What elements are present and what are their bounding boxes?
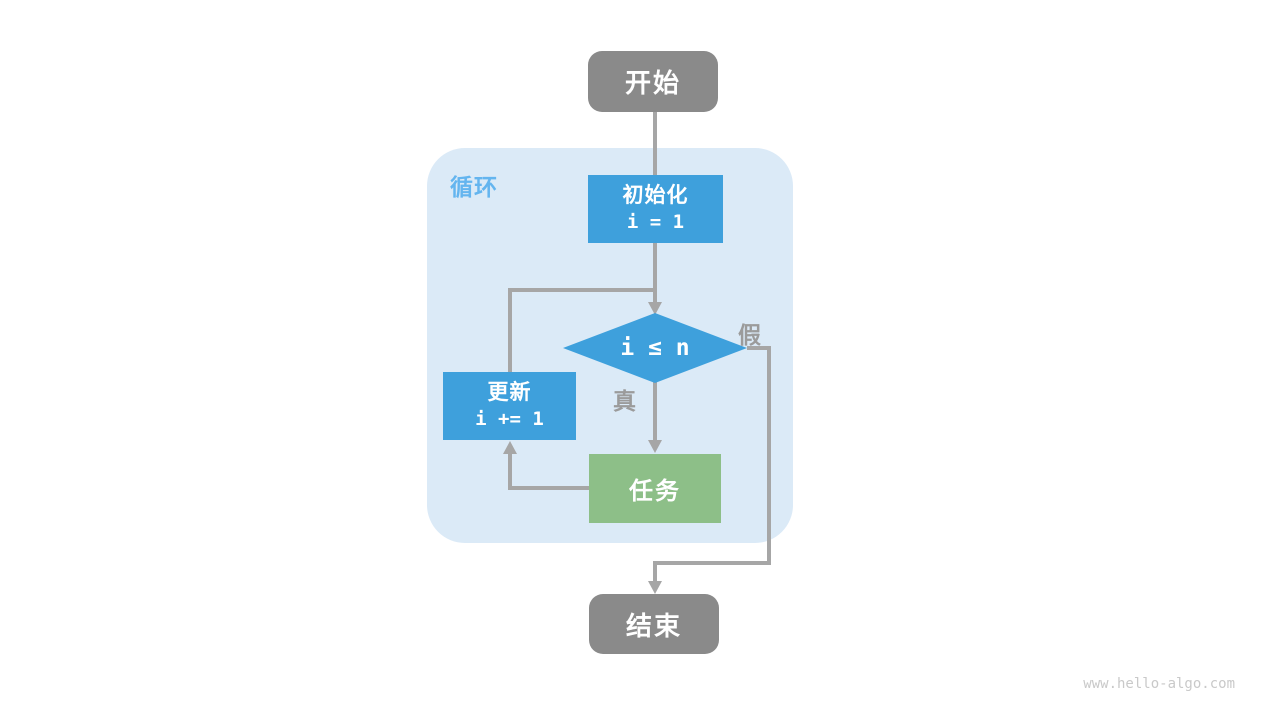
task-box: 任务 xyxy=(589,454,721,523)
end-node: 结束 xyxy=(589,594,719,654)
loop-panel-label: 循环 xyxy=(450,175,498,201)
update-box-code: i += 1 xyxy=(475,408,544,431)
update-box: 更新 i += 1 xyxy=(443,372,576,440)
arrowhead-into-task xyxy=(648,440,662,453)
arrowhead-into-end xyxy=(648,581,662,594)
task-box-label: 任务 xyxy=(629,477,681,505)
start-node: 开始 xyxy=(588,51,718,112)
condition-label: i ≤ n xyxy=(620,335,690,361)
edge-task-to-update xyxy=(508,453,589,490)
false-branch-label: 假 xyxy=(738,323,761,349)
update-box-label: 更新 xyxy=(487,380,532,405)
init-box-label: 初始化 xyxy=(622,183,689,208)
start-node-label: 开始 xyxy=(624,69,681,99)
end-node-label: 结束 xyxy=(625,611,682,642)
init-box: 初始化 i = 1 xyxy=(588,175,723,243)
watermark-text: www.hello-algo.com xyxy=(1083,676,1235,692)
arrowhead-into-condition xyxy=(648,302,662,315)
init-box-code: i = 1 xyxy=(626,211,685,234)
edge-update-loopback xyxy=(508,288,655,372)
true-branch-label: 真 xyxy=(613,389,636,415)
arrowhead-into-update xyxy=(503,441,517,454)
edge-condition-to-end xyxy=(653,346,771,582)
